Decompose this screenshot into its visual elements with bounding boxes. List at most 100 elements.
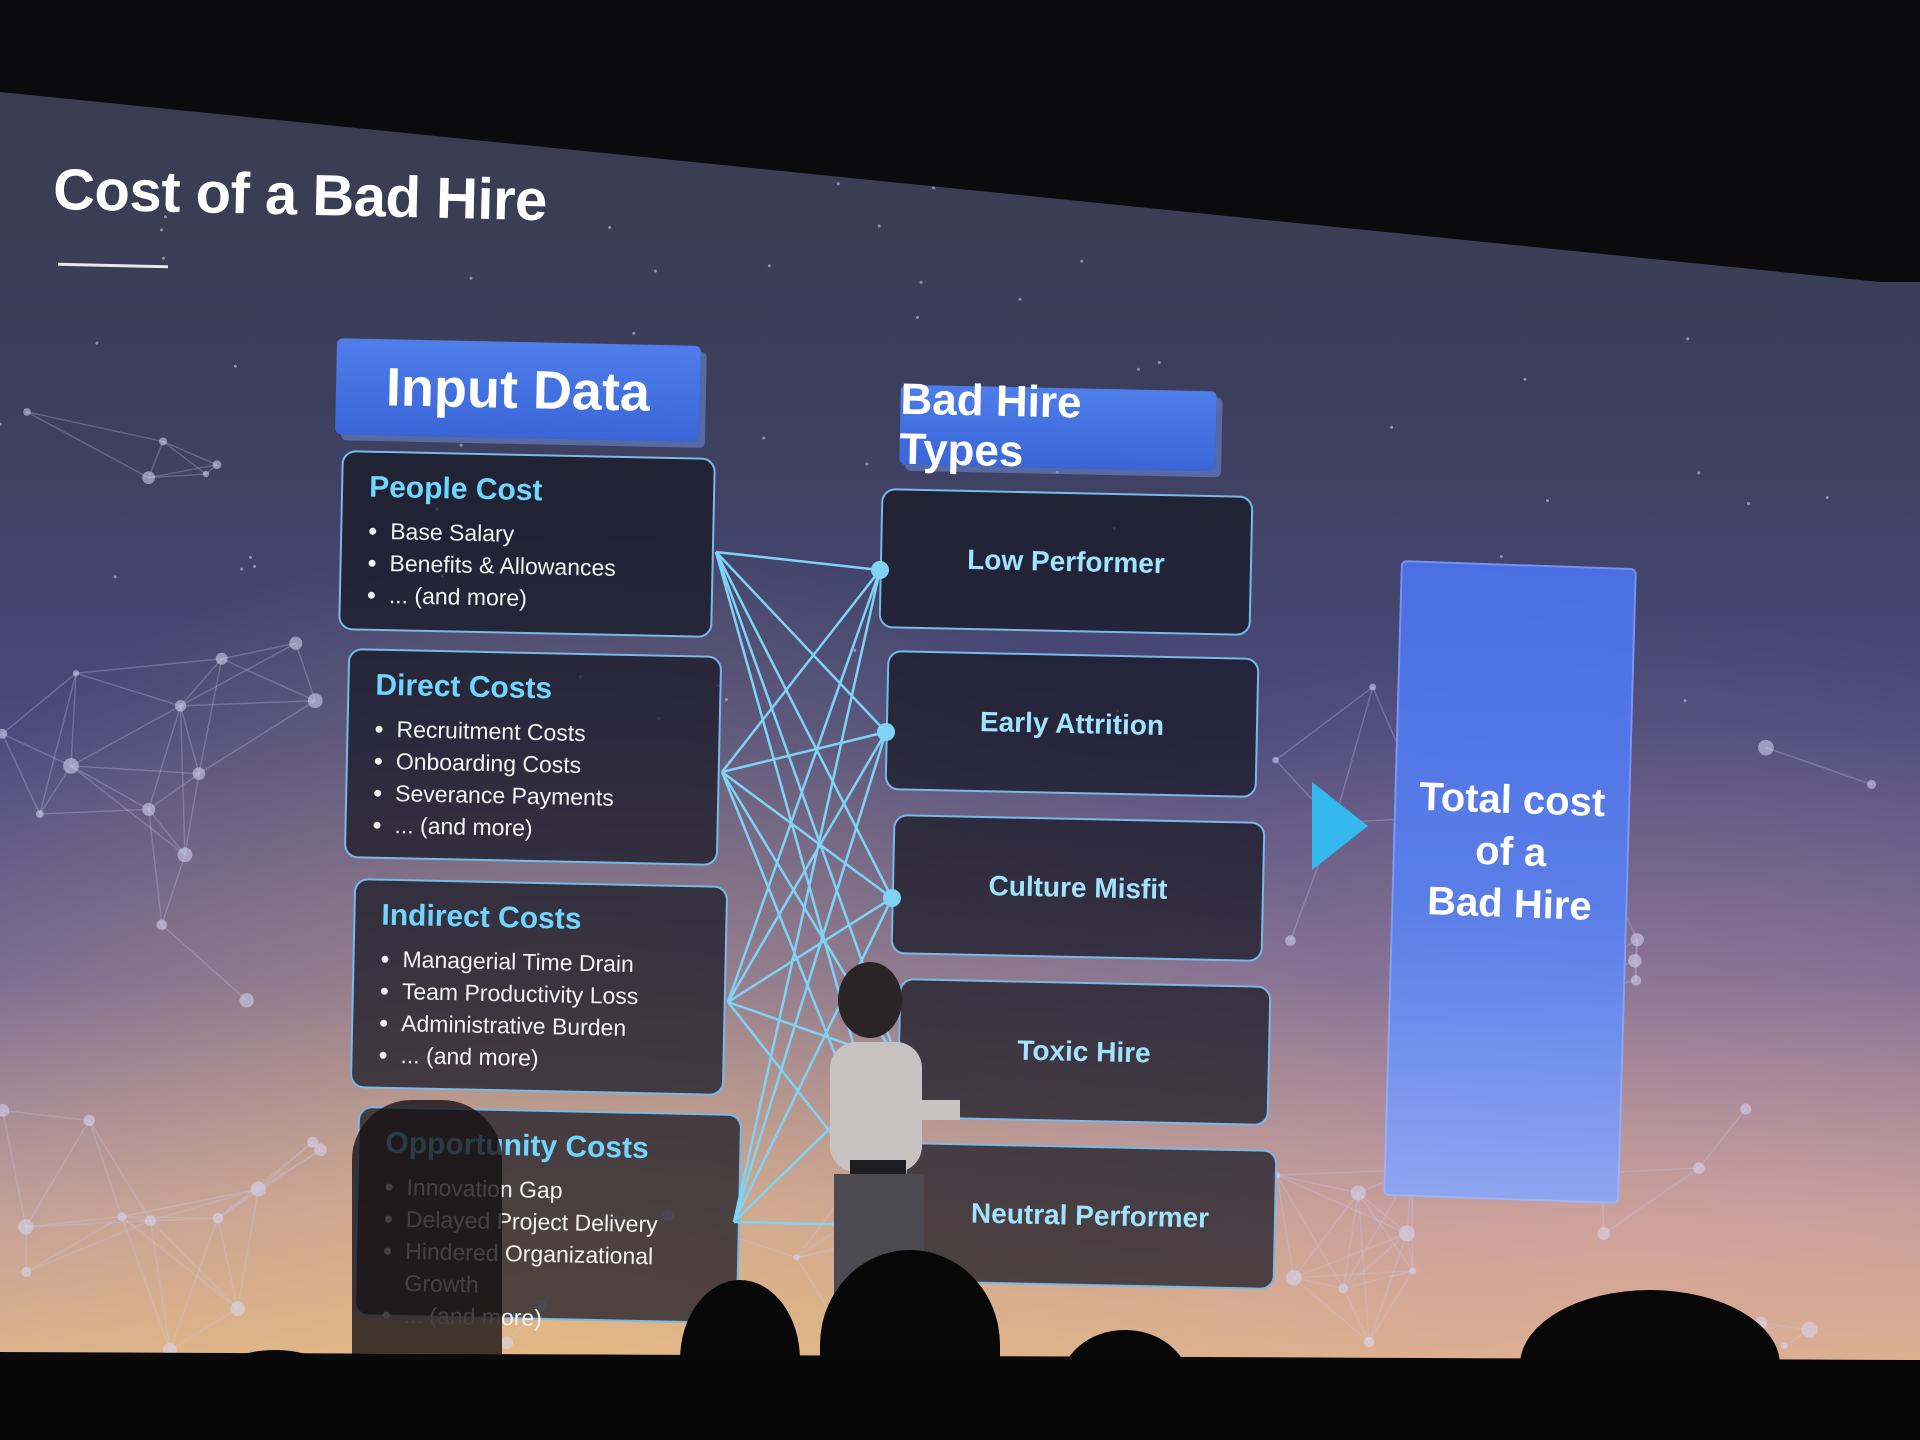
- star-dot: [919, 280, 923, 284]
- network-node: [0, 728, 8, 739]
- star-dot: [865, 462, 869, 466]
- star-dot: [249, 555, 253, 559]
- network-edge: [221, 658, 316, 702]
- network-edge: [180, 699, 316, 707]
- network-node: [212, 1212, 224, 1224]
- network-edge: [169, 1217, 219, 1351]
- network-node: [35, 810, 44, 818]
- network-edge: [148, 773, 200, 810]
- network-node: [159, 437, 168, 446]
- star-dot: [233, 364, 237, 368]
- connector-line: [721, 730, 887, 774]
- star-dot: [1825, 496, 1829, 500]
- star-dot: [1686, 337, 1690, 341]
- connector-line: [726, 731, 888, 1003]
- star-dot: [95, 341, 99, 345]
- connector-line: [726, 569, 882, 1003]
- network-edge: [217, 1149, 321, 1219]
- star-dot: [1157, 361, 1161, 365]
- total-line: Bad Hire: [1426, 879, 1593, 929]
- network-edge: [26, 411, 149, 479]
- network-edge: [162, 440, 207, 475]
- network-edge: [1, 733, 72, 767]
- network-edge: [1342, 1232, 1408, 1290]
- connector-line: [727, 896, 893, 1004]
- network-node: [250, 1181, 266, 1197]
- network-edge: [169, 1307, 239, 1351]
- network-node: [1867, 779, 1877, 789]
- star-dot: [1136, 367, 1140, 371]
- network-edge: [1276, 1174, 1345, 1289]
- network-edge: [25, 1215, 122, 1228]
- star-dot: [626, 147, 630, 151]
- star-dot: [654, 269, 658, 273]
- network-edge: [1, 672, 77, 735]
- network-edge: [1276, 1174, 1408, 1235]
- network-node: [793, 1254, 800, 1261]
- network-node: [314, 1143, 327, 1157]
- network-edge: [88, 1120, 123, 1217]
- network-node: [1338, 1283, 1349, 1294]
- star-dot: [915, 315, 919, 319]
- network-edge: [150, 1188, 259, 1222]
- star-dot: [853, 648, 857, 652]
- network-edge: [121, 1215, 218, 1219]
- network-node: [1630, 975, 1642, 986]
- network-edge: [1275, 1175, 1295, 1278]
- network-node: [117, 1212, 127, 1222]
- network-edge: [25, 1220, 151, 1273]
- network-edge: [39, 808, 149, 815]
- network-node: [21, 1266, 32, 1278]
- connector-node: [871, 561, 889, 579]
- network-node: [1363, 1336, 1375, 1348]
- audience-shadow: [352, 1100, 502, 1360]
- network-node: [63, 758, 79, 774]
- network-edge: [1760, 1321, 1810, 1331]
- projector-screen: Cost of a Bad Hire Input Data Bad Hire T…: [0, 92, 1920, 1360]
- network-edge: [1293, 1277, 1344, 1290]
- network-node: [1399, 1225, 1416, 1242]
- network-edge: [198, 658, 223, 774]
- network-node: [1285, 935, 1296, 946]
- network-edge: [258, 1149, 321, 1190]
- network-edge: [26, 411, 164, 443]
- network-node: [1758, 739, 1774, 756]
- total-line: Total cost: [1418, 774, 1606, 826]
- network-edge: [1293, 1192, 1359, 1279]
- network-edge: [149, 1220, 171, 1351]
- star-dot: [724, 698, 728, 702]
- network-edge: [70, 765, 200, 775]
- star-dot: [608, 226, 612, 230]
- star-dot: [113, 575, 117, 579]
- network-edge: [2, 1110, 27, 1228]
- right-arrow-icon: [1312, 782, 1368, 870]
- network-node: [1628, 954, 1642, 968]
- network-edge: [1357, 1192, 1370, 1342]
- star-dot: [1175, 190, 1179, 194]
- network-edge: [1293, 1270, 1413, 1279]
- network-node: [156, 919, 168, 931]
- network-edge: [198, 700, 316, 775]
- stage-floor: [0, 1360, 1920, 1440]
- network-node: [1693, 1162, 1705, 1174]
- network-edge: [148, 473, 206, 479]
- network-edge: [25, 1119, 90, 1228]
- star-dot: [1708, 193, 1712, 197]
- network-edge: [161, 854, 186, 925]
- network-edge: [70, 705, 181, 767]
- network-edge: [217, 1217, 239, 1309]
- connector-line: [721, 770, 893, 900]
- star-dot: [762, 436, 766, 440]
- network-edge: [1343, 1270, 1413, 1290]
- star-dot: [0, 422, 2, 426]
- network-edge: [39, 765, 72, 815]
- network-edge: [121, 1216, 171, 1351]
- star-dot: [459, 443, 463, 447]
- star-dot: [767, 264, 771, 268]
- network-edge: [295, 643, 316, 701]
- connector-node: [883, 889, 901, 907]
- network-node: [142, 471, 156, 485]
- network-node: [1272, 756, 1279, 764]
- star-dot: [1683, 699, 1687, 703]
- network-edge: [179, 705, 186, 855]
